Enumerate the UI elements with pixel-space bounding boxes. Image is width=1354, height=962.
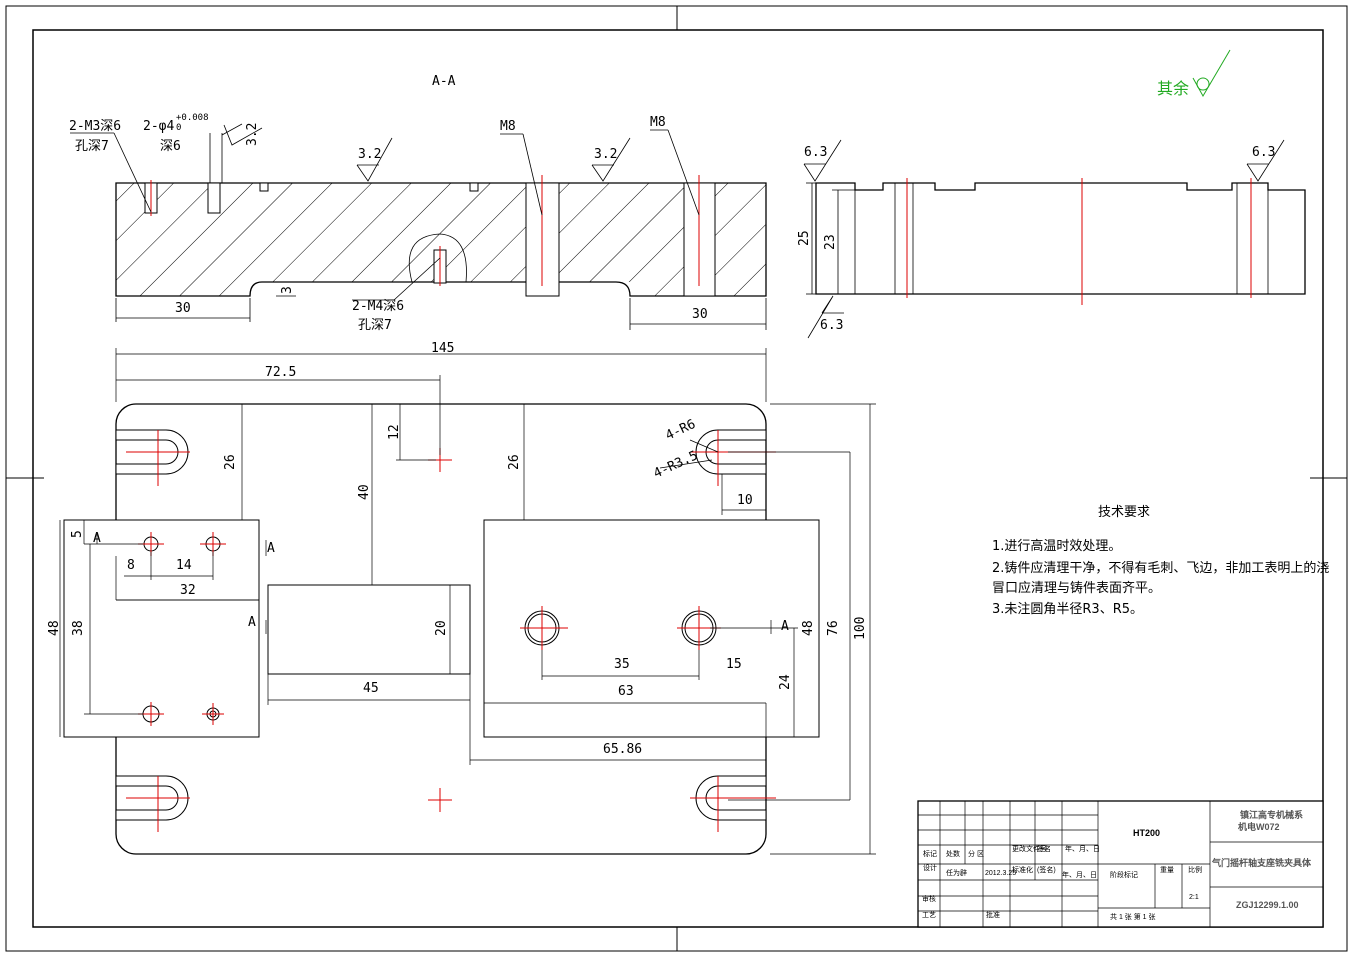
dim-38: 38 <box>71 620 86 636</box>
plan-view: 145 72.5 12 26 26 40 4-R6 4-R3.5 10 5 8 … <box>47 341 876 855</box>
dim-48-left: 48 <box>47 620 62 636</box>
dim-65-86: 65.86 <box>603 742 642 757</box>
tech-req-item: 2.铸件应清理干净，不得有毛刺、飞边，非加工表明上的浇 <box>992 560 1329 576</box>
dim-26-left: 26 <box>223 454 238 470</box>
title-block: HT200 镇江高专机械系 机电W072 气门摇杆轴支座铣夹具体 ZGJ1229… <box>917 800 1324 928</box>
tb-date2: 年、月、日 <box>1062 870 1097 879</box>
inner-border <box>32 29 1324 928</box>
roughness-label: 6.3 <box>820 318 843 333</box>
phi4-lower-tol: 0 <box>176 123 181 133</box>
tb-designer: 任为辟 <box>946 868 967 877</box>
dim-26-right: 26 <box>507 454 522 470</box>
roughness-label: 3.2 <box>358 147 381 162</box>
tech-req-item: 冒口应清理与铸件表面齐平。 <box>992 580 1161 596</box>
dim-48-right: 48 <box>801 620 816 636</box>
roughness-label: 6.3 <box>804 145 827 160</box>
side-view: 6.3 6.3 6.3 25 23 <box>797 139 1306 339</box>
tb-process: 工艺 <box>922 911 936 919</box>
dim-63: 63 <box>618 684 634 699</box>
tb-design-date: 2012.3.25 <box>985 870 1016 877</box>
dim-35: 35 <box>614 657 630 672</box>
tb-stage: 阶段标记 <box>1110 870 1138 879</box>
roughness-all-symbol: 其余 <box>1157 49 1231 98</box>
phi4-depth: 深6 <box>160 139 181 154</box>
dim-25: 25 <box>797 230 812 246</box>
m3-callout-line2: 孔深7 <box>75 139 109 154</box>
dim-32: 32 <box>180 583 196 598</box>
dim-3: 3 <box>280 286 295 294</box>
phi4-upper-tol: +0.008 <box>176 113 209 123</box>
roughness-label: 3.2 <box>594 147 617 162</box>
dim-23: 23 <box>823 234 838 250</box>
part-name: 气门摇杆轴支座铣夹具体 <box>1211 857 1312 868</box>
sheet-count: 共 1 张 第 1 张 <box>1110 912 1156 921</box>
tech-req-title: 技术要求 <box>1098 505 1150 520</box>
school-line1: 镇江高专机械系 <box>1240 809 1303 820</box>
roughness-label: 3.2 <box>245 123 260 146</box>
dim-4-r6: 4-R6 <box>663 417 698 444</box>
m8-callout-b: M8 <box>650 115 666 130</box>
tech-req-item: 3.未注圆角半径R3、R5。 <box>992 602 1143 617</box>
dim-76: 76 <box>826 620 841 636</box>
dim-5: 5 <box>70 530 85 538</box>
tb-doc-no: 更改文件号 <box>1012 844 1047 853</box>
tb-mark: 标记 <box>923 849 937 858</box>
scale-value: 2:1 <box>1189 894 1199 901</box>
drawing-number: ZGJ12299.1.00 <box>1236 900 1299 910</box>
section-mark-a: A <box>267 541 275 556</box>
school-line2: 机电W072 <box>1238 821 1280 832</box>
material: HT200 <box>1133 828 1160 838</box>
tb-review: 审核 <box>922 894 936 903</box>
dim-4-r3-5: 4-R3.5 <box>651 448 700 481</box>
rough-all-label: 其余 <box>1157 79 1189 98</box>
m8-callout-a: M8 <box>500 119 516 134</box>
dim-30-right: 30 <box>692 307 708 322</box>
dim-145: 145 <box>431 341 454 356</box>
m3-callout-line1: 2-M3深6 <box>69 119 121 134</box>
tb-count: 处数 <box>946 849 960 858</box>
dim-24: 24 <box>778 674 793 690</box>
dim-20: 20 <box>434 620 449 636</box>
tb-design: 设计 <box>923 863 937 872</box>
dim-45: 45 <box>363 681 379 696</box>
dim-30-left: 30 <box>175 301 191 316</box>
tb-weight: 重量 <box>1160 866 1174 874</box>
dim-40: 40 <box>357 484 372 500</box>
section-mark-a: A <box>781 619 789 634</box>
tb-scale-label: 比例 <box>1188 865 1202 874</box>
m4-callout-line1: 2-M4深6 <box>352 299 404 314</box>
dim-72-5: 72.5 <box>265 365 296 380</box>
tb-zone: 分 区 <box>968 849 984 858</box>
technical-requirements: 技术要求 1.进行高温时效处理。 2.铸件应清理干净，不得有毛刺、飞边，非加工表… <box>992 505 1329 617</box>
tb-sign: 签名 <box>1037 844 1051 853</box>
section-mark-a: A <box>248 615 256 630</box>
centering-marks <box>6 6 1347 951</box>
tb-standard: 标准化 <box>1012 865 1033 874</box>
section-title: A-A <box>432 74 456 89</box>
section-view: 2-M3深6 孔深7 2-φ4 +0.008 0 深6 M8 M8 2-M4深6… <box>69 113 767 333</box>
tb-approve: 批准 <box>986 910 1000 919</box>
dim-100: 100 <box>853 617 868 640</box>
dim-12: 12 <box>387 424 402 440</box>
phi4-callout: 2-φ4 <box>143 119 174 134</box>
dim-14: 14 <box>176 558 192 573</box>
dim-10: 10 <box>737 493 753 508</box>
tb-sign2: (签名) <box>1037 865 1056 874</box>
dim-8: 8 <box>127 558 135 573</box>
m4-callout-line2: 孔深7 <box>358 318 392 333</box>
dim-15: 15 <box>726 657 742 672</box>
roughness-label: 6.3 <box>1252 145 1275 160</box>
tech-req-item: 1.进行高温时效处理。 <box>992 538 1121 554</box>
tb-date: 年、月、日 <box>1065 844 1100 853</box>
section-mark-a: A <box>93 531 101 546</box>
